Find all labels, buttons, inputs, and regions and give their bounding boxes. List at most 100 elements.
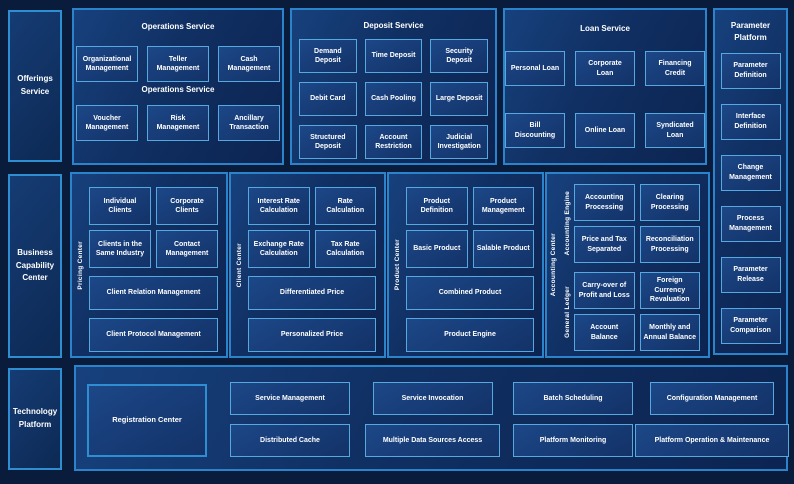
product-box: Product Management	[472, 187, 534, 225]
pricing-center-panel: Pricing Center Individual Clients Corpor…	[70, 172, 228, 358]
product-center-side: Product Center	[389, 174, 406, 356]
platform-column-1: Service Management Distributed Cache	[230, 382, 350, 457]
ledger-box: Foreign Currency Revaluation	[639, 272, 700, 309]
operations-box: Organizational Management	[76, 46, 138, 82]
deposit-box: Demand Deposit	[299, 39, 357, 73]
loan-row-2: Bill Discounting Online Loan Syndicated …	[505, 113, 705, 148]
loan-row-1: Personal Loan Corporate Loan Financing C…	[505, 51, 705, 86]
client-box: Personalized Price	[248, 318, 376, 352]
ledger-box: Account Balance	[574, 314, 635, 351]
deposit-box: Security Deposit	[430, 39, 488, 73]
deposit-box: Account Restriction	[364, 125, 423, 159]
ledger-box: Monthly and Annual Balance	[639, 314, 700, 351]
platform-box: Batch Scheduling	[513, 382, 633, 415]
product-center-panel: Product Center Product Definition Produc…	[387, 172, 544, 358]
client-center-panel: Client Center Interest Rate Calculation …	[229, 172, 386, 358]
accounting-box: Accounting Processing	[574, 184, 635, 221]
accounting-box: Price and Tax Separated	[574, 226, 635, 263]
loan-service-title: Loan Service	[580, 24, 630, 33]
accounting-engine-section: Accounting Engine Accounting Processing …	[560, 184, 700, 263]
technology-platform-panel: Registration Center Service Management D…	[74, 365, 789, 471]
parameter-platform-panel: Parameter Platform Parameter Definition …	[713, 8, 788, 355]
business-capability-center-label: Business Capability Center	[15, 247, 55, 283]
operations-row-2: Voucher Management Risk Management Ancil…	[74, 105, 282, 141]
client-box: Interest Rate Calculation	[248, 187, 310, 225]
platform-column-2: Service Invocation Multiple Data Sources…	[365, 382, 500, 457]
offerings-service-label: Offerings Service	[17, 74, 53, 96]
platform-column-4: Configuration Management Platform Operat…	[635, 382, 789, 457]
parameter-box: Parameter Comparison	[720, 307, 781, 344]
accounting-engine-label: Accounting Engine	[563, 191, 571, 256]
business-capability-center-rail: Business Capability Center	[8, 174, 62, 358]
client-center-label: Client Center	[236, 242, 243, 288]
pricing-center-side: Pricing Center	[72, 174, 89, 356]
ledger-box: Carry-over of Profit and Loss	[574, 272, 635, 309]
accounting-box: Clearing Processing	[639, 184, 700, 221]
loan-box: Syndicated Loan	[645, 113, 705, 148]
platform-box: Service Invocation	[372, 382, 493, 415]
deposit-box: Judicial Investigation	[430, 125, 488, 159]
client-box: Tax Rate Calculation	[314, 230, 376, 268]
general-ledger-label: General Ledger	[563, 285, 571, 338]
operations-box: Cash Management	[218, 46, 280, 82]
pricing-box: Client Relation Management	[89, 276, 218, 310]
pricing-box: Clients in the Same Industry	[89, 230, 151, 268]
platform-box: Multiple Data Sources Access	[365, 424, 500, 457]
technology-platform-label: Technology Platform	[12, 407, 58, 429]
parameter-box: Process Management	[720, 205, 781, 242]
parameter-platform-title: Parameter Platform	[730, 21, 771, 43]
offerings-service-rail: Offerings Service	[8, 10, 62, 162]
loan-box: Online Loan	[575, 113, 635, 148]
client-box: Rate Calculation	[314, 187, 376, 225]
technology-platform-rail: Technology Platform	[8, 368, 62, 470]
parameter-box: Interface Definition	[720, 103, 781, 140]
product-box: Product Engine	[406, 318, 534, 352]
general-ledger-section: General Ledger Carry-over of Profit and …	[560, 272, 700, 351]
parameter-platform-column: Parameter Definition Interface Definitio…	[715, 52, 786, 344]
client-box: Differentiated Price	[248, 276, 376, 310]
deposit-box: Time Deposit	[364, 39, 423, 73]
loan-service-panel: Loan Service Personal Loan Corporate Loa…	[503, 8, 707, 165]
parameter-box: Parameter Definition	[720, 52, 781, 89]
pricing-center-label: Pricing Center	[77, 240, 84, 290]
pricing-box: Client Protocol Management	[89, 318, 218, 352]
loan-box: Corporate Loan	[575, 51, 635, 86]
operations-box: Ancillary Transaction	[218, 105, 280, 141]
operations-box: Teller Management	[147, 46, 209, 82]
pricing-box: Contact Management	[156, 230, 218, 268]
deposit-box: Large Deposit	[430, 82, 488, 116]
operations-box: Risk Management	[147, 105, 209, 141]
accounting-center-side: Accounting Center	[547, 174, 560, 356]
pricing-box: Individual Clients	[89, 187, 151, 225]
loan-box: Personal Loan	[505, 51, 565, 86]
product-box: Salable Product	[472, 230, 534, 268]
loan-box: Financing Credit	[645, 51, 705, 86]
deposit-service-title: Deposit Service	[363, 21, 424, 30]
client-center-body: Interest Rate Calculation Rate Calculati…	[248, 174, 384, 356]
platform-box: Platform Operation & Maintenance	[635, 424, 789, 457]
operations-box: Voucher Management	[76, 105, 138, 141]
pricing-center-body: Individual Clients Corporate Clients Cli…	[89, 174, 226, 356]
deposit-grid: Demand Deposit Time Deposit Security Dep…	[299, 39, 488, 159]
general-ledger-side: General Ledger	[560, 272, 574, 351]
operations-service-title: Operations Service	[141, 22, 215, 31]
platform-box: Service Management	[230, 382, 350, 415]
platform-box: Distributed Cache	[230, 424, 350, 457]
accounting-center-panel: Accounting Center Accounting Engine Acco…	[545, 172, 710, 358]
accounting-center-body: Accounting Engine Accounting Processing …	[560, 174, 708, 356]
client-center-side: Client Center	[231, 174, 248, 356]
deposit-box: Debit Card	[299, 82, 357, 116]
platform-box: Configuration Management	[650, 382, 774, 415]
client-box: Exchange Rate Calculation	[248, 230, 310, 268]
product-center-label: Product Center	[394, 239, 401, 291]
product-center-body: Product Definition Product Management Ba…	[406, 174, 542, 356]
accounting-engine-side: Accounting Engine	[560, 184, 574, 263]
registration-center-box: Registration Center	[87, 384, 207, 457]
deposit-service-panel: Deposit Service Demand Deposit Time Depo…	[290, 8, 497, 165]
product-box: Combined Product	[406, 276, 534, 310]
parameter-box: Parameter Release	[720, 256, 781, 293]
deposit-box: Cash Pooling	[364, 82, 423, 116]
pricing-box: Corporate Clients	[156, 187, 218, 225]
product-box: Product Definition	[406, 187, 468, 225]
platform-box: Platform Monitoring	[513, 424, 633, 457]
